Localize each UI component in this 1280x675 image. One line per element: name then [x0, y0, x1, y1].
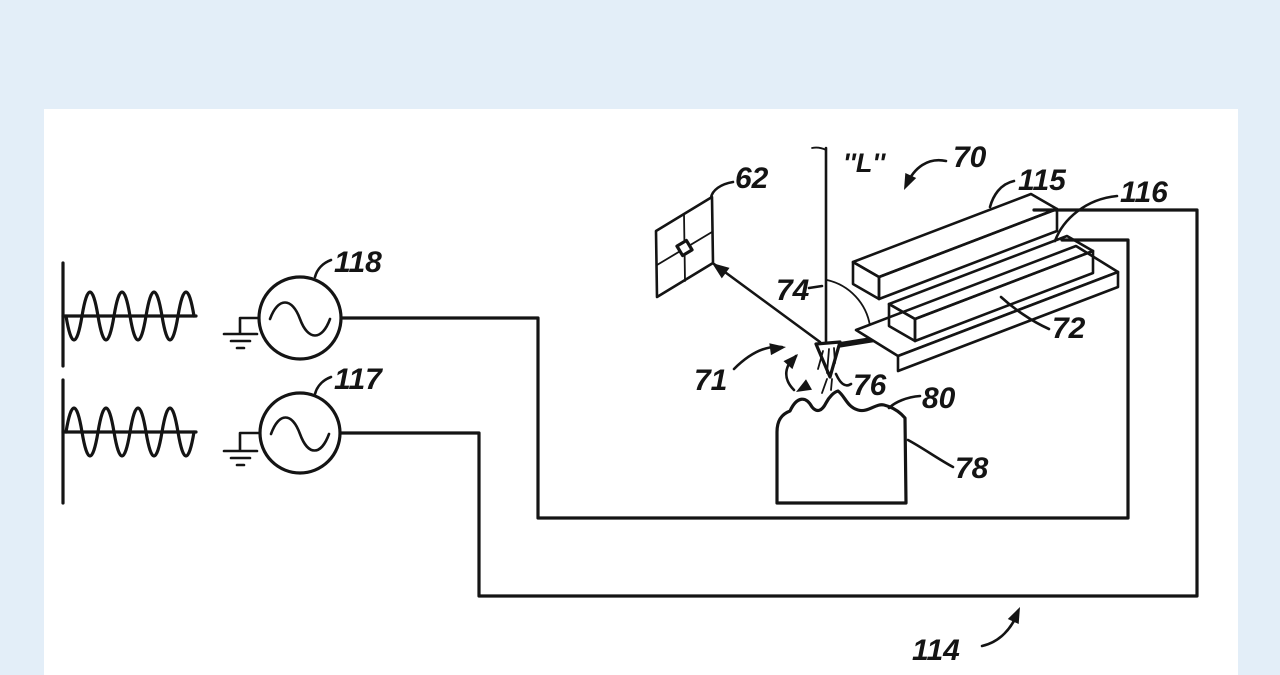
label-118: 118 [313, 246, 382, 279]
label-118-text: 118 [334, 246, 382, 279]
label-115-text: 115 [1018, 164, 1067, 197]
wire-source118-to-lower-piezo [338, 238, 1130, 520]
label-74: 74 [776, 274, 824, 307]
label-78: 78 [906, 438, 989, 485]
rotation-arrow [783, 354, 812, 392]
piezo-element-116 [887, 234, 1095, 343]
tip-scribbles [817, 347, 836, 394]
label-76: 76 [834, 369, 887, 402]
sample-78 [775, 389, 908, 505]
label-L-text: ''L'' [843, 148, 887, 178]
label-70: 70 [904, 141, 987, 190]
ground-symbol-top [222, 316, 263, 350]
probe-tip [814, 340, 842, 394]
detector-spot [675, 238, 694, 258]
laser-arrowhead [712, 263, 730, 279]
base-plate-72 [854, 244, 1120, 373]
label-114: 114 [912, 607, 1020, 667]
angle-arc-74 [826, 279, 871, 327]
label-116-text: 116 [1120, 176, 1168, 209]
piezo-assembly [851, 192, 1120, 373]
label-72-text: 72 [1052, 312, 1086, 345]
label-62-text: 62 [735, 162, 769, 195]
label-71-text: 71 [694, 364, 727, 397]
label-80: 80 [887, 382, 956, 415]
label-74-text: 74 [776, 274, 810, 307]
label-117-text: 117 [334, 363, 383, 396]
label-115: 115 [988, 164, 1067, 209]
label-71: 71 [694, 343, 786, 397]
label-76-text: 76 [853, 369, 887, 402]
photodetector-62 [654, 195, 715, 299]
figure-paper [44, 109, 1238, 675]
wire-source117-to-upper-piezo [338, 208, 1199, 598]
length-axis [811, 146, 828, 348]
ac-source-117 [222, 391, 342, 475]
laser-beam [712, 262, 822, 344]
label-62: 62 [709, 162, 769, 200]
waveform-bottom [61, 378, 198, 505]
label-117: 117 [313, 363, 383, 396]
ground-symbol-bottom [222, 431, 263, 467]
axis-top-tick [811, 146, 827, 151]
label-72: 72 [999, 295, 1086, 345]
waveform-top [61, 261, 198, 368]
sine-symbol [268, 301, 332, 337]
label-L: ''L'' [843, 148, 887, 178]
label-78-text: 78 [955, 452, 989, 485]
ac-source-118 [222, 275, 343, 361]
label-80-text: 80 [922, 382, 956, 415]
label-70-text: 70 [953, 141, 987, 174]
label-114-text: 114 [912, 634, 960, 667]
piezo-element-115 [851, 192, 1059, 301]
label-116: 116 [1053, 176, 1168, 243]
sine-symbol [269, 416, 331, 452]
